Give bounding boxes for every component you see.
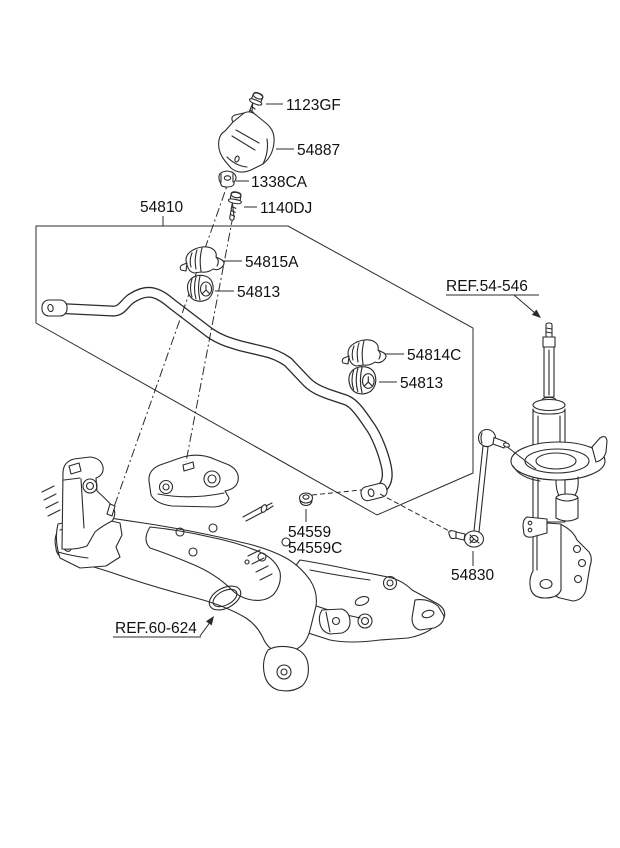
bar-right-end-tab [360, 482, 388, 502]
part-label-right-bracket[interactable]: 54814C [407, 347, 461, 364]
ref-link-strut[interactable]: REF.54-546 [446, 278, 528, 295]
bushing-left [186, 274, 214, 302]
part-label-left-bracket[interactable]: 54815A [245, 254, 299, 271]
strut-assembly-drawing [510, 322, 608, 602]
upper-clamp-bracket [218, 111, 275, 173]
part-label-stabilizer-bar[interactable]: 54810 [140, 199, 183, 216]
bar-left-end-tab [41, 299, 68, 317]
crossmember-drawing [41, 454, 446, 692]
bushing-bracket-left [179, 246, 225, 274]
link-nut [298, 492, 314, 507]
leader-lines [113, 103, 541, 638]
part-label-upper-nut[interactable]: 1338CA [251, 174, 308, 191]
part-labels: 1123GF 54887 1338CA 1140DJ 54810 54815A … [115, 97, 528, 637]
link-fastener-dash-line [311, 489, 452, 533]
part-label-left-bushing[interactable]: 54813 [237, 284, 280, 301]
part-label-mid-bolt[interactable]: 1140DJ [260, 200, 312, 217]
part-label-clamp-bolt[interactable]: 1123GF [286, 97, 341, 114]
part-label-link-nut[interactable]: 54559 [288, 524, 331, 541]
part-label-stabilizer-link[interactable]: 54830 [451, 567, 494, 584]
stabilizer-link-drawing [448, 428, 537, 548]
bushing-right [348, 366, 377, 395]
part-label-upper-bracket[interactable]: 54887 [297, 142, 340, 159]
mid-bolt-icon [224, 190, 244, 222]
upper-nut [218, 170, 237, 188]
part-label-link-nut-alt[interactable]: 54559C [288, 540, 342, 557]
bushing-bracket-right [341, 339, 387, 367]
stabilizer-bar-group-box [35, 225, 474, 516]
ref-link-crossmember[interactable]: REF.60-624 [115, 620, 197, 637]
assembly-centerlines [113, 111, 254, 508]
part-label-right-bushing[interactable]: 54813 [400, 375, 443, 392]
stabilizer-bar-drawing [41, 286, 393, 502]
